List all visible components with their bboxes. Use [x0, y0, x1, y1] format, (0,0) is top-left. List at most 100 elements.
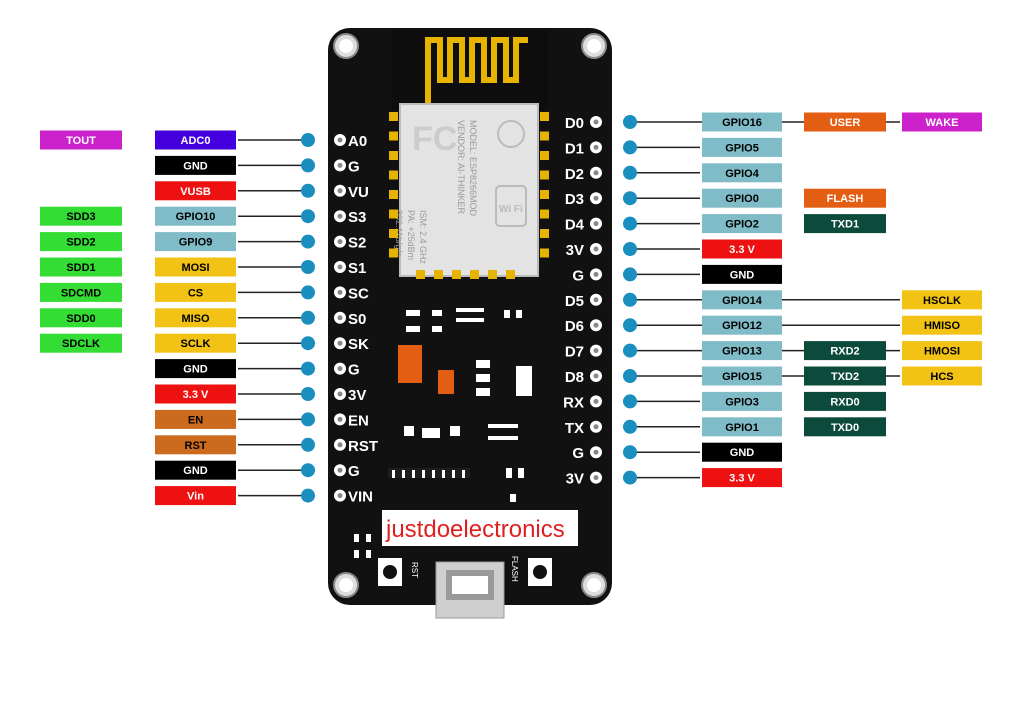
module-pad: [389, 170, 398, 180]
pin-dot: [301, 310, 315, 325]
chip-leg: [402, 470, 405, 478]
smd-part: [506, 468, 512, 478]
label-box-3-3-v: [702, 239, 782, 259]
label-box-flash: [804, 188, 886, 208]
capacitor: [438, 370, 454, 394]
brand-label-box: [382, 510, 578, 546]
pin-label-s0: S0: [348, 311, 366, 328]
header-hole: [593, 297, 599, 303]
pin-dot: [623, 115, 637, 129]
pin-label-s1: S1: [348, 260, 366, 277]
label-text-cs: CS: [188, 287, 203, 299]
header-hole: [337, 137, 343, 143]
module-pad: [540, 248, 549, 258]
label-text-miso: MISO: [181, 313, 210, 325]
pin-label-rst: RST: [348, 438, 378, 455]
label-box-sdd3: [40, 206, 122, 226]
label-text-3-3-v: 3.3 V: [729, 244, 755, 256]
module-pad: [540, 151, 549, 160]
pin-dot: [301, 463, 315, 478]
header-hole: [593, 373, 599, 379]
rst-button[interactable]: [383, 565, 397, 579]
pin-dot: [623, 318, 637, 333]
label-box-tout: [40, 130, 122, 150]
label-box-adc0: [155, 130, 236, 150]
label-box-user: [804, 112, 886, 132]
wifi-logo-box: [495, 185, 527, 227]
header-hole: [593, 475, 599, 481]
pin-label-3v: 3V: [566, 242, 584, 259]
label-text-hmiso: HMISO: [924, 320, 961, 332]
pin-dot: [301, 260, 315, 274]
flash-label-group: FLASH: [510, 556, 519, 582]
header-hole: [337, 264, 343, 270]
label-text-gpio9: GPIO9: [179, 237, 213, 249]
label-text-gpio5: GPIO5: [725, 142, 759, 154]
smd-part: [504, 310, 510, 318]
label-box-hcs: [902, 366, 982, 386]
label-text-gpio2: GPIO2: [725, 219, 759, 231]
pins: A0GVUS3S2S1SCS0SKG3VENRSTGVIND0D1D2D3D43…: [301, 115, 637, 506]
label-box-gpio16: [702, 112, 782, 132]
header-hole: [337, 416, 343, 422]
pin-dot: [301, 412, 315, 427]
pin-label-d5: D5: [565, 293, 584, 310]
label-box-mosi: [155, 257, 236, 277]
module-pad: [389, 248, 398, 258]
pin-label-vin: VIN: [348, 489, 373, 506]
chip-leg: [462, 470, 465, 478]
usb-serial-chip: [388, 468, 470, 478]
label-box-gpio10: [155, 206, 236, 226]
module-pad: [470, 270, 479, 279]
pin-dot: [623, 267, 637, 282]
label-box-txd1: [804, 214, 886, 234]
pin-label-d8: D8: [565, 369, 584, 386]
header-hole: [593, 144, 599, 150]
smd-part: [432, 310, 442, 316]
flash-button[interactable]: [533, 565, 547, 579]
pin-label-d6: D6: [565, 318, 584, 335]
module-pad: [389, 190, 398, 199]
pin-dot: [623, 470, 637, 485]
label-box-vusb: [155, 181, 236, 201]
pin-label-s2: S2: [348, 235, 366, 252]
label-box-wake: [902, 112, 982, 132]
module-pad: [434, 270, 443, 279]
module-text: MODEL: ESP8266MOD VENDOR: AI-THINKER: [456, 120, 478, 217]
voltage-regulator: [398, 345, 422, 383]
antenna-trace: [425, 37, 528, 104]
module-text-line: MODEL: ESP8266MOD: [468, 120, 478, 217]
label-text-gpio16: GPIO16: [722, 117, 762, 129]
pin-label-d3: D3: [565, 191, 584, 208]
smd-part: [488, 424, 518, 428]
header-hole: [593, 119, 599, 125]
header-hole: [337, 467, 343, 473]
label-text-sdd1: SDD1: [66, 262, 95, 274]
label-box-sdd1: [40, 257, 122, 277]
label-box-gpio1: [702, 417, 782, 437]
chip-leg: [432, 470, 435, 478]
module-text-line: ISM: 2.4 GHz: [418, 210, 428, 265]
pin-label-d7: D7: [565, 344, 584, 361]
smd-part: [476, 388, 490, 396]
smd-part: [432, 326, 442, 332]
label-box-gpio4: [702, 163, 782, 183]
module-pad: [540, 209, 549, 219]
smd-part: [406, 326, 420, 332]
pin-label-d2: D2: [565, 166, 584, 183]
label-text-adc0: ADC0: [181, 135, 211, 147]
label-box-rst: [155, 435, 236, 455]
label-text-rst: RST: [185, 440, 207, 452]
pin-dot: [301, 183, 315, 198]
label-text-txd0: TXD0: [831, 422, 859, 434]
ai-logo: [497, 120, 525, 148]
pin-label-d1: D1: [565, 140, 584, 157]
label-box-gpio9: [155, 232, 236, 252]
pin-label-sc: SC: [348, 285, 369, 302]
label-text-gnd: GND: [730, 269, 755, 281]
smd-part: [354, 534, 359, 542]
pin-label-vu: VU: [348, 184, 369, 201]
